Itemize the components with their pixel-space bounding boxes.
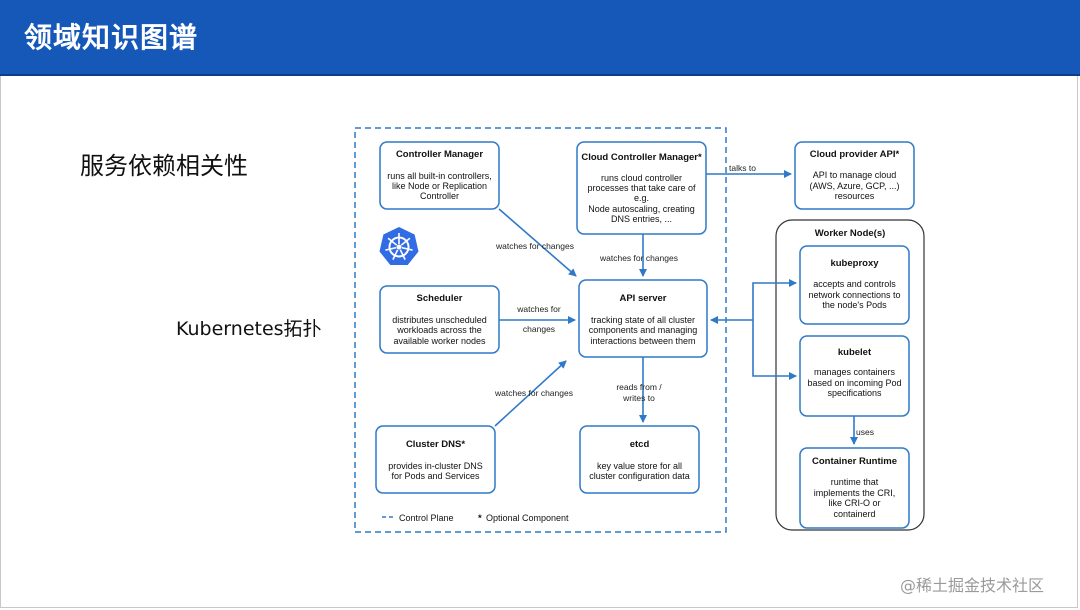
cluster-dns-title: Cluster DNS* xyxy=(406,439,465,450)
kubeproxy-desc-line: network connections to xyxy=(808,290,900,300)
cloud-controller-manager-desc-line: DNS entries, ... xyxy=(611,214,672,224)
container-runtime-box: Container Runtime runtime that implement… xyxy=(799,447,910,529)
control-plane-boundary xyxy=(354,127,727,533)
label-reads-from: reads from / xyxy=(616,382,662,392)
api-server-title: API server xyxy=(619,293,666,304)
controller-manager-desc-line: Controller xyxy=(420,191,459,201)
worker-nodes-title: Worker Node(s) xyxy=(815,228,886,239)
api-server-desc-line: interactions between them xyxy=(590,336,695,346)
kubelet-desc-line: based on incoming Pod xyxy=(807,378,901,388)
etcd-desc-line: cluster configuration data xyxy=(589,471,690,481)
heading-kubernetes-topology: Kubernetes拓扑 xyxy=(176,318,322,340)
cloud-provider-api-desc-line: (AWS, Azure, GCP, ...) xyxy=(809,181,899,191)
slide-header: 领域知识图谱 xyxy=(0,0,1080,74)
scheduler-box: Scheduler distributes unscheduled worklo… xyxy=(379,285,500,354)
scheduler-title: Scheduler xyxy=(417,293,463,304)
cloud-provider-api-desc-line: resources xyxy=(835,191,875,201)
container-runtime-desc-line: implements the CRI, xyxy=(814,488,896,498)
kubernetes-logo-icon xyxy=(379,227,419,265)
label-watches-cloud-controller: watches for changes xyxy=(599,253,678,263)
etcd-desc-line: key value store for all xyxy=(597,461,682,471)
header-underline xyxy=(0,74,1080,76)
kubeproxy-title: kubeproxy xyxy=(830,258,879,269)
controller-manager-desc-line: runs all built-in controllers, xyxy=(387,171,492,181)
cloud-controller-manager-box: Cloud Controller Manager* runs cloud con… xyxy=(576,141,707,235)
label-talks-to: talks to xyxy=(729,163,756,173)
container-runtime-desc-line: like CRI-O or xyxy=(828,498,880,508)
cloud-controller-manager-desc-line: Node autoscaling, creating xyxy=(588,204,695,214)
api-server-box: API server tracking state of all cluster… xyxy=(578,279,708,358)
controller-manager-box: Controller Manager runs all built-in con… xyxy=(379,141,500,210)
worker-nodes-container xyxy=(775,219,925,531)
arrow-controller-manager-api xyxy=(498,208,577,277)
scheduler-desc-line: distributes unscheduled xyxy=(392,315,487,325)
container-runtime-desc-line: runtime that xyxy=(831,477,879,487)
arrow-cluster-dns-api xyxy=(494,360,567,427)
kubeproxy-desc-line: accepts and controls xyxy=(813,279,896,289)
label-watches-scheduler-2: changes xyxy=(523,324,555,334)
label-uses: uses xyxy=(856,427,874,437)
cloud-provider-api-title: Cloud provider API* xyxy=(810,149,900,160)
arrow-api-kubelet xyxy=(752,320,797,380)
heading-service-dependencies: 服务依赖相关性 xyxy=(80,152,248,180)
etcd-title: etcd xyxy=(630,439,650,450)
cluster-dns-desc-line: for Pods and Services xyxy=(391,471,480,481)
scheduler-desc-line: workloads across the xyxy=(396,325,482,335)
arrow-api-kubeproxy xyxy=(752,279,797,320)
cloud-controller-manager-desc-line: processes that take care of xyxy=(587,183,696,193)
kubelet-title: kubelet xyxy=(838,347,872,358)
cloud-controller-manager-desc-line: e.g. xyxy=(634,193,649,203)
cloud-controller-manager-title: Cloud Controller Manager* xyxy=(581,152,702,163)
api-server-desc-line: tracking state of all cluster xyxy=(591,315,695,325)
cluster-dns-box: Cluster DNS* provides in-cluster DNS for… xyxy=(375,425,496,494)
kubeproxy-box: kubeproxy accepts and controls network c… xyxy=(799,245,910,325)
legend-control-plane: Control Plane xyxy=(399,513,454,523)
etcd-box: etcd key value store for all cluster con… xyxy=(579,425,700,494)
kubelet-desc-line: manages containers xyxy=(814,367,896,377)
scheduler-desc-line: available worker nodes xyxy=(393,336,486,346)
cloud-controller-manager-desc-line: runs cloud controller xyxy=(601,173,682,183)
controller-manager-title: Controller Manager xyxy=(396,149,483,160)
kubeproxy-desc-line: the node's Pods xyxy=(822,300,887,310)
label-watches-scheduler-1: watches for xyxy=(516,304,561,314)
cloud-provider-api-box: Cloud provider API* API to manage cloud … xyxy=(794,141,915,210)
watermark: @稀土掘金技术社区 xyxy=(900,576,1045,595)
cloud-provider-api-desc-line: API to manage cloud xyxy=(813,170,897,180)
container-runtime-title: Container Runtime xyxy=(812,456,897,467)
controller-manager-desc-line: like Node or Replication xyxy=(392,181,487,191)
legend-optional-component: Optional Component xyxy=(486,513,569,523)
kubelet-box: kubelet manages containers based on inco… xyxy=(799,335,910,417)
kubelet-desc-line: specifications xyxy=(827,388,882,398)
label-watches-cluster-dns: watches for changes xyxy=(494,388,573,398)
api-server-desc-line: components and managing xyxy=(589,325,698,335)
label-watches-controller-manager: watches for changes xyxy=(495,241,574,251)
container-runtime-desc-line: containerd xyxy=(833,509,875,519)
cluster-dns-desc-line: provides in-cluster DNS xyxy=(388,461,483,471)
legend-star: * xyxy=(478,513,482,524)
slide-title: 领域知识图谱 xyxy=(24,21,199,54)
label-writes-to: writes to xyxy=(622,393,655,403)
